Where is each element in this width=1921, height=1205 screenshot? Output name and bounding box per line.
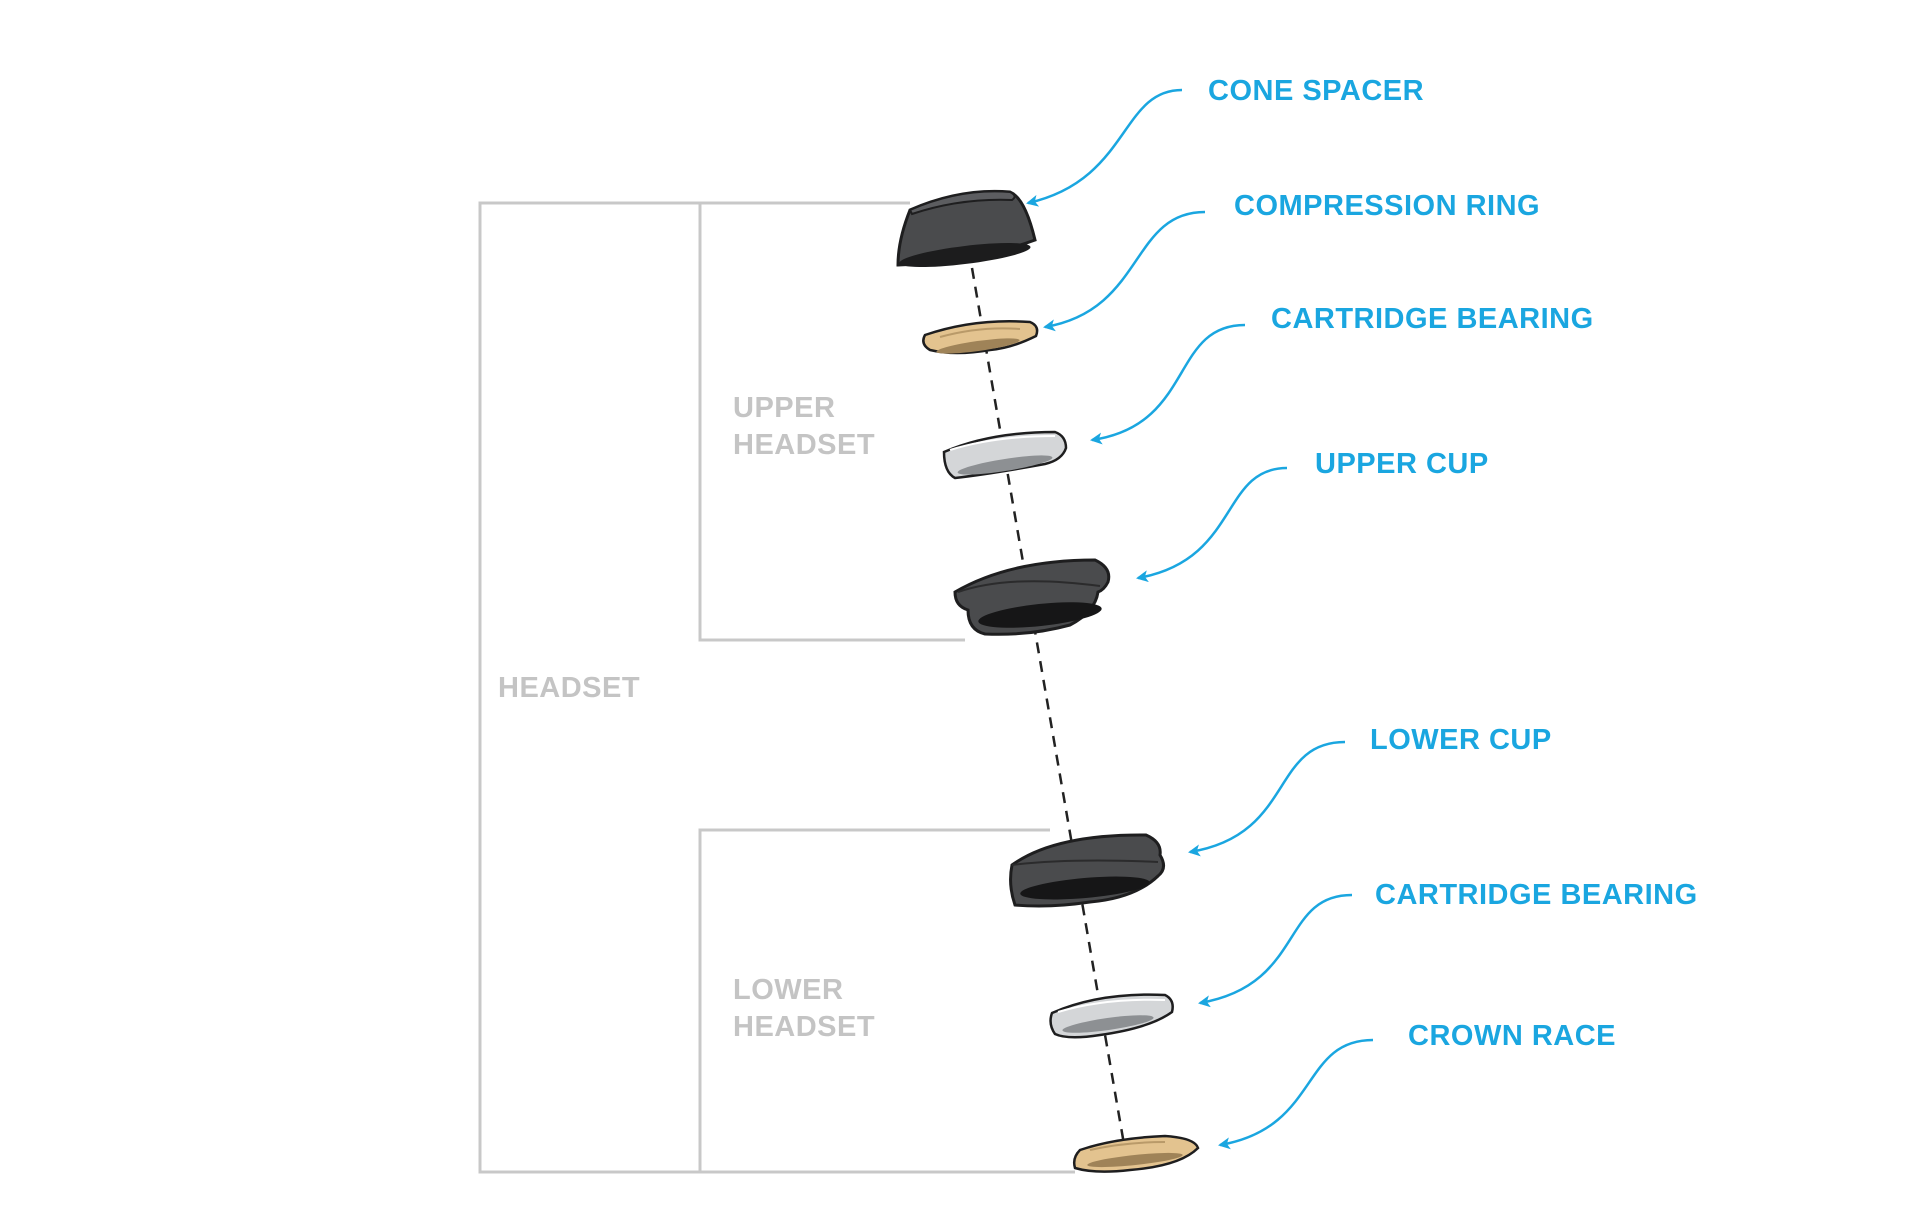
cone-spacer-part: [896, 189, 1037, 268]
crown-race-label: CROWN RACE: [1408, 1020, 1616, 1052]
cone-spacer-label: CONE SPACER: [1208, 75, 1424, 107]
lower-cartridge-bearing-part: [1049, 993, 1174, 1039]
lower-cup-arrow: [1188, 740, 1346, 857]
crown-race-part: [1072, 1134, 1200, 1173]
compression-ring-part: [922, 319, 1039, 355]
lower-cartridge-bearing-label: CARTRIDGE BEARING: [1375, 879, 1698, 911]
upper-headset-bracket: [698, 201, 965, 642]
compression-ring-label: COMPRESSION RING: [1234, 190, 1540, 222]
headset-bracket: [478, 201, 700, 1174]
compression-ring-arrow: [1043, 210, 1206, 332]
upper-cartridge-bearing-arrow: [1090, 323, 1246, 445]
crown-race-arrow: [1218, 1038, 1374, 1150]
lower-headset-label-line2: HEADSET: [733, 1011, 875, 1043]
upper-headset-label-line1: UPPER: [733, 392, 835, 424]
upper-headset-label-line2: HEADSET: [733, 429, 875, 461]
part-labels: CONE SPACER COMPRESSION RING CARTRIDGE B…: [1208, 75, 1698, 1052]
headset-group-label: HEADSET: [498, 672, 640, 704]
upper-cup-label: UPPER CUP: [1315, 448, 1489, 480]
lower-cartridge-bearing-arrow: [1198, 893, 1353, 1008]
upper-cartridge-bearing-label: CARTRIDGE BEARING: [1271, 303, 1594, 335]
lower-headset-label-line1: LOWER: [733, 974, 843, 1006]
lower-cup-part: [1009, 833, 1165, 908]
callout-arrows: [1026, 88, 1374, 1150]
upper-cup-part: [953, 558, 1111, 636]
upper-cartridge-bearing-part: [942, 430, 1068, 480]
cone-spacer-arrow: [1026, 88, 1183, 207]
brackets: [478, 201, 1075, 1174]
lower-headset-bracket: [698, 828, 1075, 1174]
lower-cup-label: LOWER CUP: [1370, 724, 1552, 756]
upper-cup-arrow: [1136, 466, 1288, 583]
